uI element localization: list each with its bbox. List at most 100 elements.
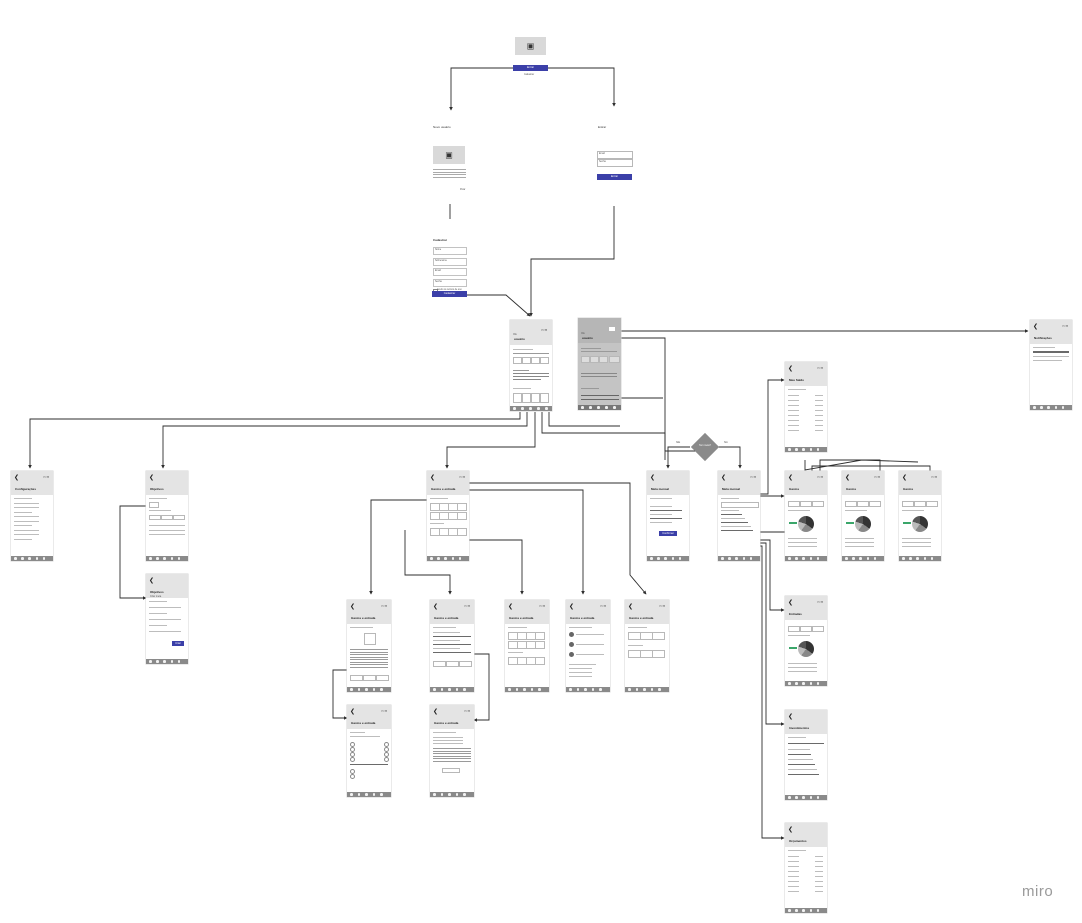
radio[interactable] (350, 757, 355, 762)
nav-icon[interactable] (451, 557, 455, 560)
back-arrow-icon[interactable]: ❮ (1033, 324, 1039, 330)
nav-icon[interactable] (458, 557, 462, 560)
card[interactable] (149, 515, 161, 520)
bottom-nav[interactable] (785, 908, 827, 913)
nav-icon[interactable] (816, 448, 820, 451)
card[interactable] (173, 515, 185, 520)
login-email-field[interactable]: Email (597, 151, 633, 159)
card[interactable] (363, 675, 376, 681)
card[interactable] (845, 501, 857, 507)
nav-icon[interactable] (576, 688, 580, 691)
signup-field-email[interactable]: Email (433, 268, 467, 276)
radio[interactable] (384, 752, 389, 757)
back-arrow-icon[interactable]: ❮ (788, 714, 794, 720)
nav-icon[interactable] (156, 660, 159, 663)
header-actions-icon[interactable]: ▭ ✉ (381, 709, 388, 713)
nav-icon[interactable] (380, 688, 383, 691)
radio[interactable] (350, 747, 355, 752)
bottom-nav[interactable] (842, 556, 884, 561)
nav-icon[interactable] (440, 688, 444, 691)
nav-icon[interactable] (788, 796, 791, 799)
nav-icon[interactable] (433, 688, 436, 691)
card[interactable] (433, 661, 446, 667)
header-actions-icon[interactable]: ▭ ✉ (539, 604, 546, 608)
nav-icon[interactable] (816, 682, 820, 685)
bottom-nav[interactable] (625, 687, 669, 692)
home-tile-4[interactable] (540, 393, 549, 403)
card[interactable] (535, 657, 545, 665)
header-actions-icon[interactable]: ▭ ✉ (464, 709, 471, 713)
card[interactable] (652, 650, 665, 658)
card[interactable] (350, 675, 363, 681)
nav-icon[interactable] (455, 793, 459, 796)
signup-field-name[interactable]: Nome (433, 247, 467, 255)
nav-icon[interactable] (635, 688, 639, 691)
card[interactable] (914, 501, 926, 507)
signup-field-password[interactable]: Senha (433, 278, 467, 287)
card[interactable] (869, 501, 881, 507)
card[interactable] (902, 501, 914, 507)
header-actions-icon[interactable]: ▭ ✉ (817, 600, 824, 604)
home-tile-1[interactable] (513, 393, 522, 403)
nav-icon[interactable] (149, 660, 152, 663)
nav-icon[interactable] (448, 688, 451, 691)
nav-icon[interactable] (909, 557, 912, 560)
nav-icon[interactable] (350, 793, 353, 796)
back-arrow-icon[interactable]: ❮ (508, 604, 514, 610)
header-actions-icon[interactable]: ▭ ✉ (817, 475, 824, 479)
home-card-4[interactable] (540, 357, 549, 364)
nav-icon[interactable] (599, 688, 602, 691)
nav-icon[interactable] (795, 682, 798, 685)
nav-icon[interactable] (463, 793, 466, 796)
overlay-bottom-nav[interactable] (578, 405, 621, 410)
back-arrow-icon[interactable]: ❮ (902, 475, 908, 481)
back-arrow-icon[interactable]: ❮ (788, 827, 794, 833)
nav-icon[interactable] (902, 557, 905, 560)
home-card-2[interactable] (522, 357, 531, 364)
nav-icon[interactable] (365, 688, 368, 691)
nav-icon[interactable] (42, 557, 46, 560)
nav-icon[interactable] (802, 909, 805, 912)
card[interactable] (149, 502, 159, 508)
nav-icon[interactable] (515, 688, 519, 691)
nav-icon[interactable] (916, 557, 919, 560)
login-password-field[interactable]: Senha (597, 159, 633, 167)
nav-icon[interactable] (357, 688, 361, 691)
header-actions-icon[interactable]: ▭ ✉ (43, 475, 50, 479)
nav-icon[interactable] (584, 688, 587, 691)
card[interactable] (535, 632, 545, 640)
nav-icon[interactable] (788, 448, 791, 451)
home-tile-3[interactable] (531, 393, 540, 403)
radio[interactable] (350, 742, 355, 747)
back-arrow-icon[interactable]: ❮ (569, 604, 575, 610)
nav-icon[interactable] (643, 688, 646, 691)
nav-icon[interactable] (628, 688, 631, 691)
nav-icon[interactable] (463, 688, 466, 691)
card[interactable] (459, 661, 472, 667)
nav-icon[interactable] (177, 660, 181, 663)
card[interactable] (926, 501, 938, 507)
bottom-nav[interactable] (785, 556, 827, 561)
nav-icon[interactable] (455, 688, 459, 691)
nav-icon[interactable] (1040, 406, 1043, 409)
nav-icon[interactable] (444, 557, 447, 560)
nav-icon[interactable] (678, 557, 682, 560)
back-arrow-icon[interactable]: ❮ (350, 604, 356, 610)
header-actions-icon[interactable]: ▭ ✉ (659, 604, 666, 608)
nav-icon[interactable] (795, 909, 798, 912)
nav-icon[interactable] (873, 557, 877, 560)
card[interactable] (442, 768, 460, 773)
header-actions-icon[interactable]: ▭ ✉ (600, 604, 607, 608)
nav-icon[interactable] (923, 557, 927, 560)
radio[interactable] (350, 774, 355, 779)
nav-icon[interactable] (728, 557, 731, 560)
nav-icon[interactable] (1061, 406, 1065, 409)
nav-icon[interactable] (742, 557, 746, 560)
nav-icon[interactable] (809, 557, 813, 560)
back-arrow-icon[interactable]: ❮ (788, 366, 794, 372)
bottom-nav[interactable] (566, 687, 610, 692)
nav-icon[interactable] (749, 557, 753, 560)
radio[interactable] (384, 742, 389, 747)
card[interactable] (446, 661, 459, 667)
nav-icon[interactable] (350, 688, 353, 691)
